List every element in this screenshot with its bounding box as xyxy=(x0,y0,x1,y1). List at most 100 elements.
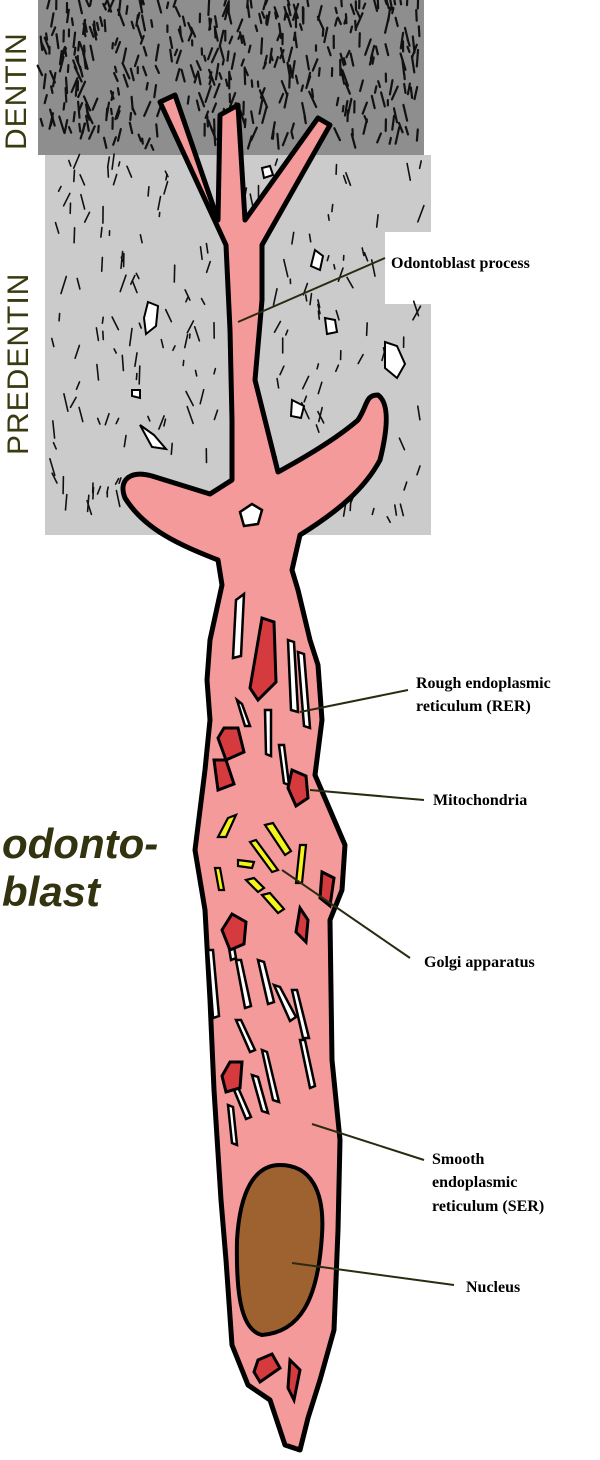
dentin-tubule xyxy=(42,73,47,90)
predentin-tubule xyxy=(308,233,312,243)
dentin-tubule xyxy=(344,13,348,25)
dentin-tubule xyxy=(213,82,221,99)
odontoblast-cell xyxy=(120,92,389,1453)
dentin-tubule xyxy=(406,45,411,54)
dentin-tubule xyxy=(399,31,405,50)
dentin-tubule xyxy=(388,79,394,96)
dentin-tubule xyxy=(114,37,119,47)
dentin-tubule xyxy=(58,115,66,134)
dentin-tubule xyxy=(361,101,368,115)
label-odontoblast-process: Odontoblast process xyxy=(391,255,530,272)
dentin-tubule xyxy=(283,5,289,19)
predentin-tubule xyxy=(51,420,56,439)
predentin-tubule xyxy=(100,226,103,238)
dentin-tubule xyxy=(102,136,108,149)
predentin-tubule xyxy=(73,169,76,183)
predentin-tubule xyxy=(164,308,173,323)
dentin-tubule xyxy=(340,0,343,8)
dentin-tubule xyxy=(84,114,90,132)
predentin-tubule xyxy=(182,359,185,367)
dentin-tubule xyxy=(70,17,75,27)
dentin-tubule xyxy=(195,59,202,72)
dentin-tubule xyxy=(63,118,69,135)
predentin-tubule xyxy=(346,276,354,289)
dentin-tubule xyxy=(363,115,369,123)
predentin-tubule xyxy=(200,297,206,306)
dentin-tubule xyxy=(60,45,67,57)
dentin-tubule xyxy=(290,131,295,140)
dentin-tubule xyxy=(404,125,410,136)
label-ser-line3: reticulum (SER) xyxy=(432,1198,544,1215)
predentin-tubule xyxy=(73,227,76,244)
dentin-tubule xyxy=(397,121,404,134)
dentin-tubule xyxy=(193,72,199,84)
dentin-tubule xyxy=(88,125,96,140)
predentin-tubule xyxy=(186,405,194,425)
dentin-tubule xyxy=(390,85,399,101)
predentin-tubule xyxy=(315,424,320,434)
dentin-tubule xyxy=(60,47,68,60)
dentin-tubule xyxy=(317,66,321,77)
predentin-tubule xyxy=(158,415,165,430)
dentin-tubule xyxy=(72,110,76,123)
dentin-tubule xyxy=(77,80,87,99)
dentin-tubule xyxy=(211,102,218,114)
predentin-tubule xyxy=(213,367,217,375)
dentin-tubule xyxy=(125,4,129,15)
dentin-tubule xyxy=(43,93,48,105)
predentin-tubule xyxy=(163,180,169,195)
predentin-tubule xyxy=(86,499,93,516)
predentin-tubule xyxy=(184,333,189,349)
predentin-tubule xyxy=(327,214,330,221)
predentin-tubule xyxy=(309,292,313,306)
predentin-tubule xyxy=(274,158,279,167)
dentin-tubule xyxy=(218,29,225,48)
predentin-tubule xyxy=(101,316,104,325)
dentin-tubule xyxy=(77,0,84,15)
leader-ser xyxy=(311,1123,425,1161)
dentin-tubule xyxy=(274,11,278,20)
predentin-tubule xyxy=(123,434,127,448)
predentin-tubule xyxy=(106,156,111,168)
dentin-tubule xyxy=(316,15,325,31)
dentin-tubule xyxy=(39,117,44,127)
dentin-tubule xyxy=(262,0,268,11)
dentin-tubule xyxy=(311,58,319,72)
leader-rer xyxy=(299,689,409,713)
predentin-tubule xyxy=(403,481,408,491)
dentin-tubule xyxy=(155,123,159,138)
predentin-tubule xyxy=(199,246,203,261)
dentin-tubule xyxy=(95,21,100,32)
dentin-tubule xyxy=(299,23,303,31)
dentin-tubule xyxy=(154,43,160,62)
dentin-tubule xyxy=(384,43,390,57)
predentin-tubule xyxy=(118,477,122,485)
predentin-tubule xyxy=(100,256,104,273)
dentin-tubule xyxy=(85,104,90,119)
dentin-tubule xyxy=(349,25,354,34)
predentin-tubule xyxy=(79,174,86,186)
leader-golgi xyxy=(281,869,411,959)
predentin-tubule xyxy=(115,417,120,425)
predentin-tubule xyxy=(342,174,348,184)
predentin-tubule xyxy=(399,503,405,517)
predentin-tubule xyxy=(272,287,278,306)
dentin-tubule xyxy=(145,81,149,91)
dentin-tubule xyxy=(250,126,258,142)
dentin-tubule xyxy=(64,76,69,95)
predentin-tubule xyxy=(418,160,423,170)
dentin-tubule xyxy=(221,58,225,66)
dentin-tubule xyxy=(97,124,100,134)
dentin-tubule xyxy=(114,40,122,54)
predentin-tubule xyxy=(111,316,120,331)
predentin-tubule xyxy=(412,300,420,317)
predentin-tubule xyxy=(147,415,151,422)
dentin-tubule xyxy=(175,67,181,82)
dentin-tubule xyxy=(392,107,399,124)
predentin-tubule xyxy=(398,437,406,451)
dentin-tubule xyxy=(139,0,144,8)
predentin-tubule xyxy=(317,303,321,315)
dentin-tubule xyxy=(109,89,115,100)
dentin-tubule xyxy=(196,70,202,86)
